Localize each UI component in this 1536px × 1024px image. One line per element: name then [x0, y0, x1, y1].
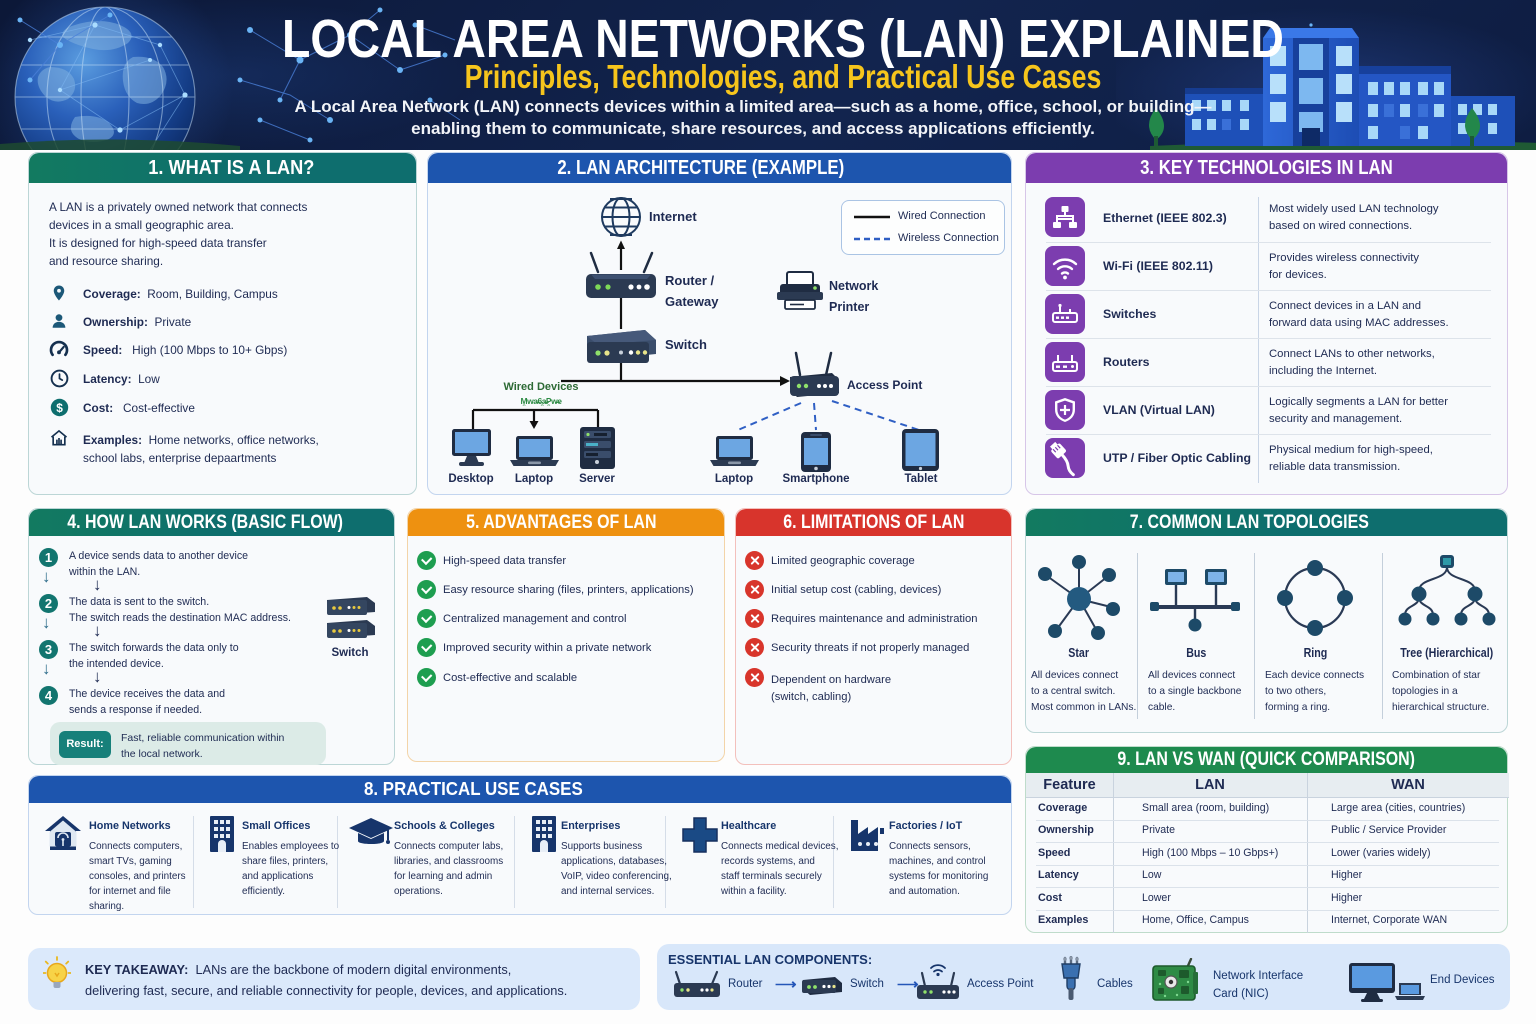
svg-text:$: $ — [56, 401, 63, 415]
